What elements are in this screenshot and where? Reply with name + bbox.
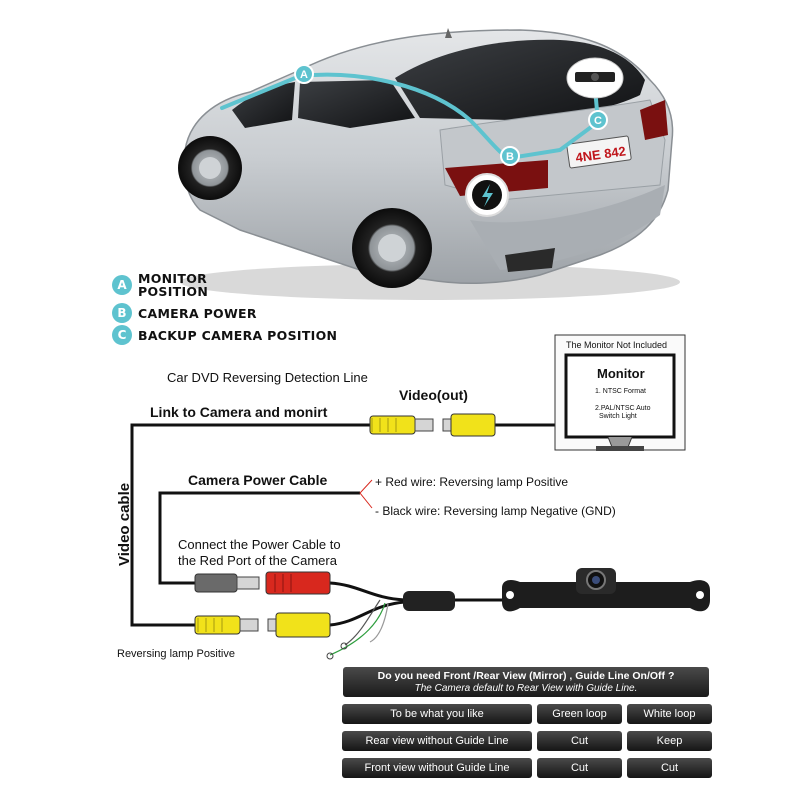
label-link-camera: Link to Camera and monirt [150, 404, 328, 420]
label-video-out: Video(out) [399, 387, 468, 403]
legend-item-camera-power: B CAMERA POWER [112, 303, 257, 323]
power-connector-red-port [265, 571, 331, 595]
option-front-view-green: Cut [537, 758, 622, 778]
legend-label-monitor: MONITOR [138, 271, 208, 286]
rca-camera-video-jack [267, 612, 331, 638]
marker-a: A [294, 64, 314, 84]
power-cable-line [158, 491, 360, 585]
monitor-screen [564, 353, 676, 439]
option-header-what: To be what you like [342, 704, 532, 724]
option-rear-view-white: Keep [627, 731, 712, 751]
label-connect-power-1: Connect the Power Cable to [178, 537, 341, 552]
label-reversing-positive: Reversing lamp Positive [117, 648, 235, 660]
monitor-header: The Monitor Not Included [566, 340, 668, 350]
label-video-cable: Video cable [116, 482, 133, 566]
options-default-note: The Camera default to Rear View with Gui… [414, 683, 638, 694]
option-front-view-label: Front view without Guide Line [342, 758, 532, 778]
legend-badge-b: B [112, 303, 132, 323]
video-cable-line [130, 423, 370, 627]
legend-item-monitor: A MONITOR POSITION [112, 272, 208, 298]
license-plate-text: 4NE 842 [575, 143, 627, 165]
option-header-green: Green loop [537, 704, 622, 724]
label-connect-power-2: the Red Port of the Camera [178, 553, 337, 568]
options-question: Do you need Front /Rear View (Mirror) , … [377, 670, 675, 682]
wiring-diagram [130, 334, 710, 660]
label-black-wire: - Black wire: Reversing lamp Negative (G… [375, 504, 616, 518]
license-plate [566, 135, 632, 169]
legend-badge-a: A [112, 275, 132, 295]
monitor-note-switch: Switch Light [599, 413, 637, 420]
license-plate-camera [502, 580, 710, 612]
side-window-front [232, 82, 295, 128]
label-power-cable: Camera Power Cable [188, 472, 328, 488]
monitor-title: Monitor [597, 366, 645, 381]
monitor-note-pal: 2.PAL/NTSC Auto [595, 405, 651, 412]
rca-camera-video-plug [194, 615, 259, 635]
legend-badge-c: C [112, 325, 132, 345]
option-rear-view-green: Cut [537, 731, 622, 751]
option-header-white: White loop [627, 704, 712, 724]
svg-text:C: C [594, 115, 602, 127]
marker-c: C [588, 110, 608, 130]
option-rear-view-label: Rear view without Guide Line [342, 731, 532, 751]
legend-label-position: POSITION [138, 284, 209, 299]
car-illustration: 4NE 842 A B C [178, 28, 680, 300]
svg-text:A: A [300, 69, 308, 81]
legend-label-backup-camera: BACKUP CAMERA POSITION [138, 327, 338, 343]
side-window-rear [298, 80, 415, 128]
legend-item-backup-camera: C BACKUP CAMERA POSITION [112, 325, 337, 345]
option-front-view-white: Cut [627, 758, 712, 778]
monitor-note-ntsc: 1. NTSC Format [595, 388, 646, 395]
marker-b: B [500, 146, 520, 166]
tail-light-right [640, 100, 668, 140]
label-detection-line: Car DVD Reversing Detection Line [167, 370, 368, 385]
rca-video-out-connector [442, 413, 496, 437]
rca-video-in-connector [369, 415, 434, 435]
options-header: Do you need Front /Rear View (Mirror) , … [343, 667, 709, 697]
svg-text:B: B [506, 151, 514, 163]
label-red-wire: + Red wire: Reversing lamp Positive [375, 475, 569, 489]
legend-label-camera-power: CAMERA POWER [138, 305, 257, 321]
control-box [403, 591, 455, 611]
power-connector-plug [194, 573, 260, 593]
